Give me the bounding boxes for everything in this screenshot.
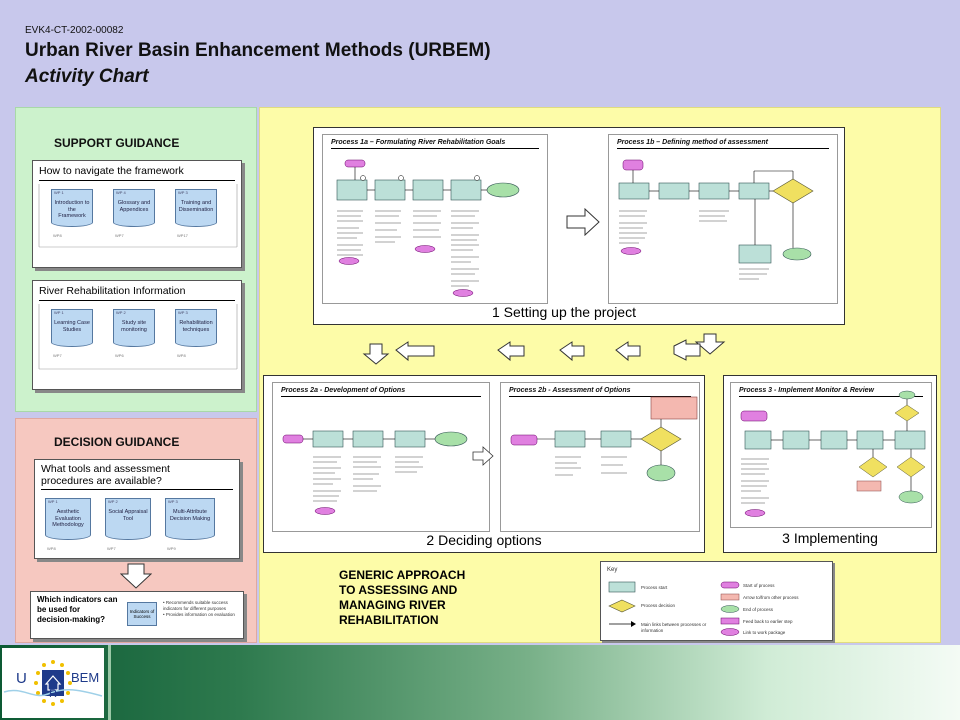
- logo-letter-r: R: [49, 688, 57, 700]
- connector-lines: [38, 304, 238, 370]
- wp-label: WP17: [177, 233, 188, 238]
- wp-label: WP6: [115, 353, 124, 358]
- legend-item: Link to work package: [743, 630, 786, 635]
- process-1a-flow: [336, 159, 520, 297]
- generic-approach-line: TO ASSESSING AND: [339, 583, 458, 597]
- legend-item: Arrow to/from other process: [743, 595, 799, 600]
- urbem-logo: U R BEM: [2, 648, 104, 718]
- process-2a-frame[interactable]: Process 2a - Development of Options: [272, 382, 490, 532]
- legend-symbols: [608, 581, 740, 636]
- wp-label: WP8: [47, 546, 56, 551]
- down-arrow-icon: [120, 563, 152, 589]
- wp-label: WP8: [177, 353, 186, 358]
- generic-approach-line: MANAGING RIVER: [339, 598, 446, 612]
- tools-assessment-card[interactable]: What tools and assessment procedures are…: [34, 459, 240, 559]
- wp-label: WP8: [53, 233, 62, 238]
- divider: [617, 148, 829, 149]
- footer-band: [0, 645, 960, 720]
- legend-key: Key Process start Process decision Main …: [600, 561, 833, 641]
- stage-3-caption: 3 Implementing: [782, 530, 878, 546]
- project-code: EVK4-CT-2002-00082: [25, 25, 124, 36]
- indicators-title-line2: be used for: [37, 605, 81, 614]
- river-rehab-info-title: River Rehabilitation Information: [39, 285, 186, 297]
- stage-3-diagram[interactable]: Process 3 - Implement Monitor & Review: [723, 375, 937, 553]
- navigate-framework-title: How to navigate the framework: [39, 165, 184, 177]
- wp-label: WP7: [53, 353, 62, 358]
- right-arrow-icon: [566, 208, 600, 236]
- divider: [39, 180, 235, 181]
- wp-label: WP7: [115, 233, 124, 238]
- support-guidance-panel: SUPPORT GUIDANCE How to navigate the fra…: [15, 107, 257, 412]
- divider: [331, 148, 539, 149]
- header: EVK4-CT-2002-00082 Urban River Basin Enh…: [0, 0, 960, 105]
- process-2a-flow: [282, 430, 468, 515]
- legend-item: Feed back to earlier step: [743, 619, 793, 624]
- indicators-bullet: • Recommends suitable success indicators…: [163, 600, 228, 611]
- support-guidance-heading: SUPPORT GUIDANCE: [54, 136, 180, 150]
- decision-guidance-panel: DECISION GUIDANCE What tools and assessm…: [15, 418, 257, 643]
- flow-arrows: [362, 333, 726, 365]
- legend-item: Process start: [641, 585, 668, 590]
- process-1b-title: Process 1b – Defining method of assessme…: [617, 139, 768, 146]
- process-2b-frame[interactable]: Process 2b - Assessment of Options: [500, 382, 700, 532]
- generic-approach-line: REHABILITATION: [339, 613, 439, 627]
- generic-approach-text: GENERIC APPROACH TO ASSESSING AND MANAGI…: [339, 568, 539, 628]
- tools-title-line2: procedures are available?: [41, 475, 162, 487]
- stage-2-diagram[interactable]: Process 2a - Development of Options Proc…: [263, 375, 705, 553]
- legend-title: Key: [607, 567, 618, 573]
- tools-title-line1: What tools and assessment: [41, 463, 170, 475]
- stage-2-caption: 2 Deciding options: [426, 532, 542, 548]
- indicators-title-line1: Which indicators can: [37, 595, 118, 604]
- legend-item: End of process: [743, 607, 774, 612]
- page-title: Urban River Basin Enhancement Methods (U…: [25, 40, 491, 61]
- indicators-bullet: • Provides information on evaluation: [163, 611, 235, 617]
- process-1a-title: Process 1a – Formulating River Rehabilit…: [331, 139, 506, 146]
- divider: [41, 489, 233, 490]
- process-1b-frame[interactable]: Process 1b – Defining method of assessme…: [608, 134, 838, 304]
- indicators-bullets: • Recommends suitable success indicators…: [163, 600, 241, 618]
- stage-1-diagram[interactable]: Process 1a – Formulating River Rehabilit…: [313, 127, 845, 325]
- small-right-arrow-icon: [472, 446, 494, 466]
- process-3-title: Process 3 - Implement Monitor & Review: [739, 387, 874, 394]
- page-subtitle: Activity Chart: [25, 66, 149, 87]
- divider: [281, 396, 481, 397]
- footer-divider: [108, 645, 111, 720]
- indicators-of-success-doc[interactable]: Indicators of Success: [127, 602, 157, 626]
- divider: [39, 300, 235, 301]
- urbem-logo-graphic: [2, 648, 104, 718]
- indicators-title-line3: decision-making?: [37, 615, 106, 624]
- divider: [509, 396, 691, 397]
- process-2a-title: Process 2a - Development of Options: [281, 387, 406, 394]
- process-3-frame[interactable]: Process 3 - Implement Monitor & Review: [730, 382, 932, 528]
- process-1b-flow: [618, 159, 814, 280]
- indicators-card[interactable]: Which indicators can be used for decisio…: [30, 591, 244, 639]
- stage-1-caption: 1 Setting up the project: [492, 304, 636, 320]
- legend-item: Main links between processes or informat…: [641, 622, 707, 633]
- process-1a-frame[interactable]: Process 1a – Formulating River Rehabilit…: [322, 134, 548, 304]
- process-2b-flow: [510, 396, 698, 482]
- wp-label: WP9: [167, 546, 176, 551]
- logo-letter-u: U: [16, 670, 27, 687]
- connector-lines: [38, 184, 238, 248]
- process-3-flow: [740, 390, 926, 517]
- wp-label: WP7: [107, 546, 116, 551]
- legend-item: Process decision: [641, 603, 676, 608]
- divider: [739, 396, 923, 397]
- process-2b-title: Process 2b - Assessment of Options: [509, 387, 631, 394]
- decision-guidance-heading: DECISION GUIDANCE: [54, 435, 180, 449]
- logo-letters-bem: BEM: [71, 670, 100, 685]
- generic-approach-line: GENERIC APPROACH: [339, 568, 466, 582]
- legend-item: Start of process: [743, 583, 775, 588]
